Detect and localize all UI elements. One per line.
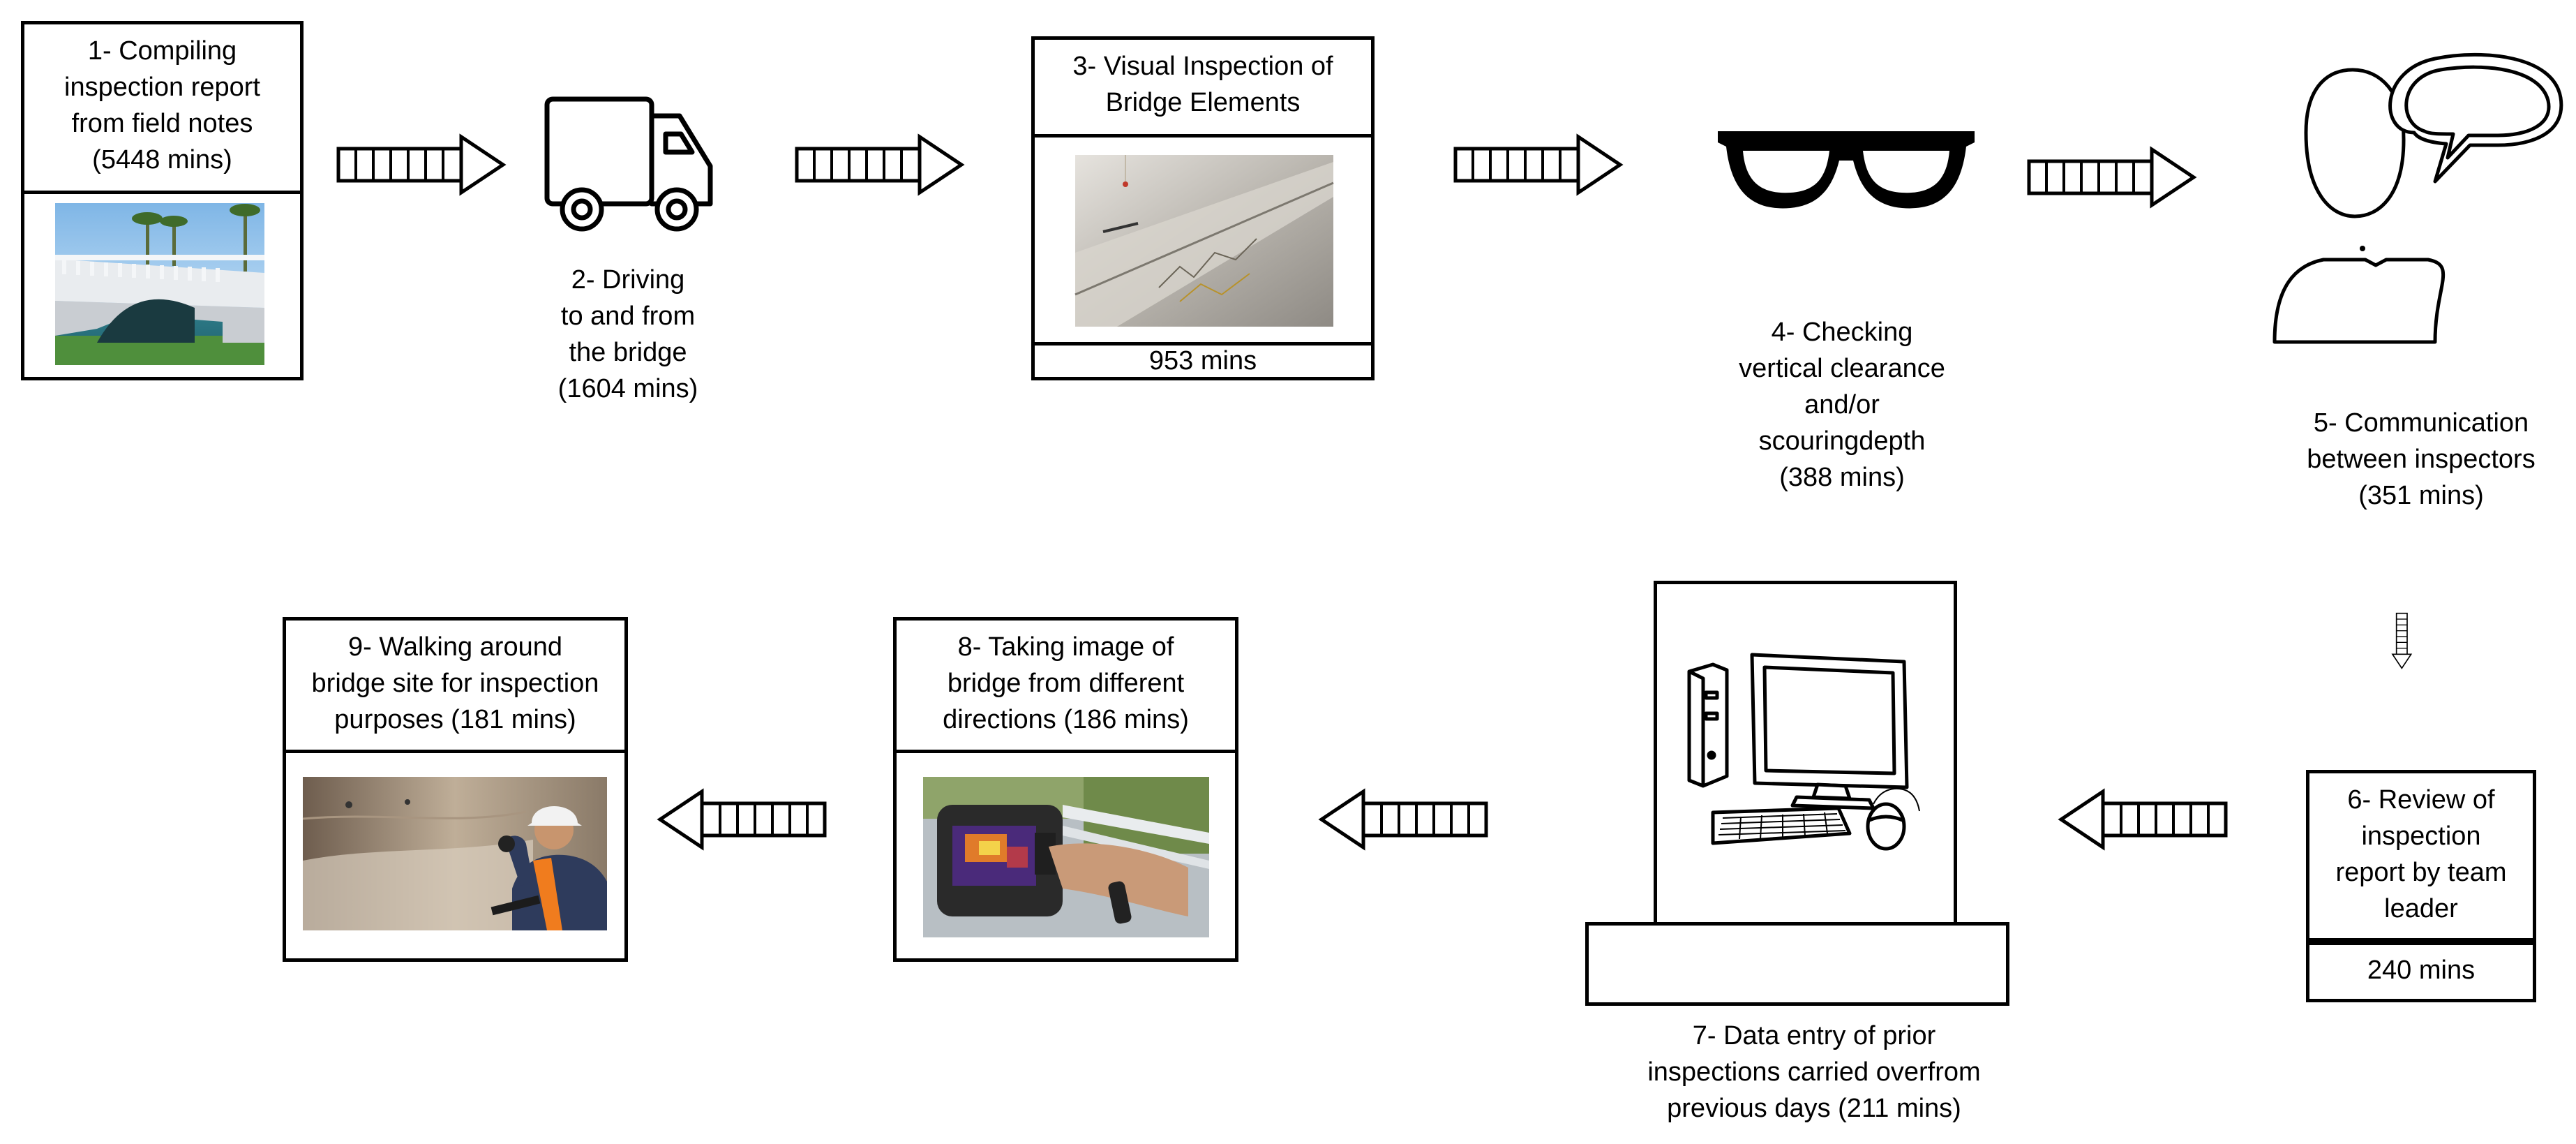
- step-1-label: 1- Compiling inspection report from fiel…: [24, 24, 300, 194]
- step-3-box: 3- Visual Inspection of Bridge Elements …: [1031, 36, 1375, 380]
- thermal-camera-photo: [923, 777, 1209, 937]
- glasses-icon: [1718, 131, 1975, 209]
- arrow-6-to-7: [2058, 792, 2226, 847]
- arrow-3-to-4: [1455, 137, 1623, 193]
- person-speech-icon: [2272, 52, 2563, 344]
- step-8-label: 8- Taking image of bridge from different…: [897, 621, 1235, 753]
- step-2-label: 2- Driving to and from the bridge (1604 …: [557, 265, 698, 403]
- step-7-base: [1585, 922, 2009, 1006]
- inspector-photo: [302, 777, 607, 930]
- step-9-box: 9- Walking around bridge site for inspec…: [283, 617, 628, 962]
- step-3-time: 953 mins: [1035, 342, 1371, 377]
- step-9-label: 9- Walking around bridge site for inspec…: [286, 621, 624, 753]
- arrow-8-to-9: [657, 792, 825, 847]
- truck-icon: [544, 96, 713, 232]
- arrow-5-to-6: [2392, 612, 2412, 669]
- computer-icon: [1687, 653, 1920, 851]
- arrow-4-to-5: [2029, 149, 2196, 205]
- step-6-time: 240 mins: [2309, 938, 2533, 999]
- step-7-board: [1654, 581, 1957, 926]
- step-4-label: 4- Checking vertical clearance and/or sc…: [1739, 318, 1945, 492]
- step-5-label: 5- Communication between inspectors (351…: [2307, 408, 2536, 510]
- bridge-photo: [55, 203, 264, 365]
- arrow-2-to-3: [797, 137, 964, 193]
- arrow-7-to-8: [1319, 792, 1486, 847]
- step-1-box: 1- Compiling inspection report from fiel…: [21, 21, 304, 380]
- step-3-title: 3- Visual Inspection of Bridge Elements: [1035, 40, 1371, 138]
- concrete-crack-photo: [1074, 155, 1334, 327]
- step-7-label: 7- Data entry of prior inspections carri…: [1647, 1021, 1981, 1123]
- arrow-1-to-2: [338, 137, 506, 193]
- step-6-box: 6- Review of inspection report by team l…: [2306, 770, 2536, 1002]
- step-6-title: 6- Review of inspection report by team l…: [2309, 773, 2533, 945]
- step-8-box: 8- Taking image of bridge from different…: [893, 617, 1238, 962]
